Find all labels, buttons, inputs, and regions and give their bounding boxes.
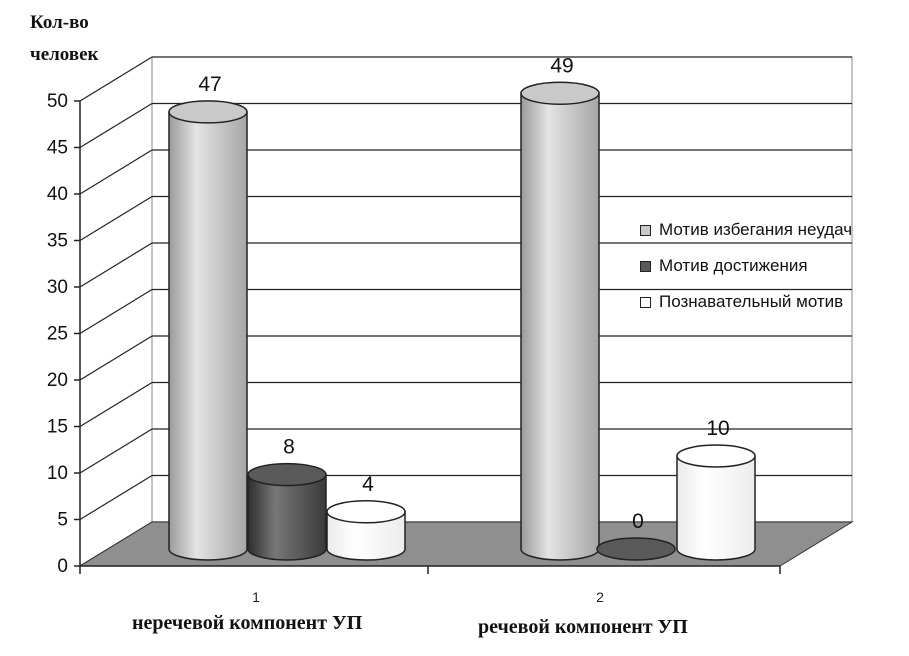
cylinder-top xyxy=(168,100,248,124)
gridline-diagonal xyxy=(79,242,153,288)
data-label: 4 xyxy=(362,473,374,496)
category-label-2: речевой компонент УП xyxy=(478,616,688,638)
legend-label-avoidance: Мотив избегания неудач xyxy=(659,220,853,239)
data-label: 10 xyxy=(706,417,729,440)
data-label: 47 xyxy=(198,73,221,96)
legend-swatch-cognitive xyxy=(640,296,651,308)
legend-label-cognitive: Познавательный мотив xyxy=(659,292,844,311)
y-tick-label: 30 xyxy=(47,277,68,298)
cylinder-body xyxy=(326,511,406,561)
y-tick-label: 20 xyxy=(47,370,68,391)
data-labels: 47 8 4 49 0 10 xyxy=(198,54,729,533)
y-tick-label: 40 xyxy=(47,184,68,205)
cylinder-bar xyxy=(326,500,406,561)
data-label: 0 xyxy=(632,510,644,533)
gridline-diagonal xyxy=(79,474,153,521)
cylinder-top xyxy=(596,537,676,561)
y-axis-title-line1: Кол-во xyxy=(30,12,89,33)
legend-item-cognitive: Познавательный мотив xyxy=(640,284,900,320)
cylinder-body xyxy=(168,111,248,561)
x-tick-label: 1 xyxy=(252,589,260,605)
y-tick-label: 10 xyxy=(47,463,68,484)
gridline-diagonal xyxy=(79,149,153,195)
chart-bars xyxy=(168,81,756,561)
y-tick-label: 15 xyxy=(47,417,68,438)
y-tick-label: 5 xyxy=(57,510,68,531)
cylinder-top xyxy=(247,462,327,487)
cylinder-body xyxy=(676,455,756,561)
x-tick-label: 2 xyxy=(596,589,604,605)
gridline-diagonal xyxy=(79,56,153,102)
chart-back-wall xyxy=(79,56,853,567)
gridline-diagonal xyxy=(79,335,153,381)
legend-label-achievement: Мотив достижения xyxy=(659,256,808,275)
gridline-diagonal xyxy=(79,288,153,335)
cylinder-body xyxy=(247,473,327,561)
y-tick-label: 35 xyxy=(47,231,68,252)
cylinder-top xyxy=(326,500,406,524)
data-label: 49 xyxy=(550,54,573,77)
y-tick-label: 25 xyxy=(47,324,68,345)
legend: Мотив избегания неудач Мотив достижения … xyxy=(640,212,900,320)
y-tick-label: 45 xyxy=(47,138,68,159)
cylinder-top xyxy=(520,81,600,106)
legend-swatch-avoidance xyxy=(640,224,651,236)
cylinder-bar xyxy=(168,100,248,561)
gridline-diagonal xyxy=(79,381,153,428)
data-label: 8 xyxy=(283,436,295,459)
cylinder-bar xyxy=(520,81,600,561)
cylinder-bar xyxy=(596,537,676,561)
cylinder-body xyxy=(520,92,600,561)
gridline-diagonal xyxy=(79,428,153,474)
gridline-diagonal xyxy=(79,102,153,149)
cylinder-top xyxy=(676,444,756,468)
y-tick-label: 0 xyxy=(57,556,68,577)
y-tick-label: 50 xyxy=(47,91,68,112)
cylinder-bar xyxy=(247,462,327,561)
legend-item-avoidance: Мотив избегания неудач xyxy=(640,212,900,248)
gridline-diagonal xyxy=(79,195,153,242)
cylinder-bar xyxy=(676,444,756,561)
category-label-1: неречевой компонент УП xyxy=(132,612,363,634)
y-axis-title-line2: человек xyxy=(30,44,99,65)
legend-item-achievement: Мотив достижения xyxy=(640,248,900,284)
legend-swatch-achievement xyxy=(640,260,651,272)
